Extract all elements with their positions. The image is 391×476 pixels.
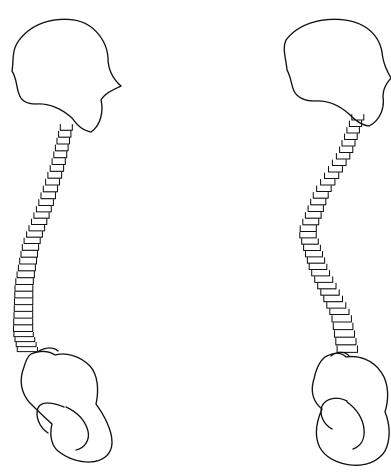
right-vertebra-29 bbox=[324, 296, 343, 302]
left-vertebra-28 bbox=[14, 306, 32, 312]
left-pelvis-lower-hook bbox=[66, 407, 88, 450]
right-pelvis-inner-curve bbox=[321, 398, 347, 429]
left-vertebra-18 bbox=[24, 238, 40, 243]
right-vertebra-33 bbox=[333, 323, 353, 329]
left-vertebra-14 bbox=[34, 213, 49, 218]
left-vertebra-20 bbox=[21, 251, 38, 257]
left-vertebra-9 bbox=[46, 179, 60, 185]
left-vertebra-3 bbox=[57, 138, 70, 144]
right-vertebra-19 bbox=[300, 233, 316, 238]
right-vertebra-1 bbox=[352, 115, 364, 121]
right-vertebra-3 bbox=[347, 128, 360, 134]
right-vertebra-27 bbox=[318, 283, 336, 289]
left-vertebra-16 bbox=[29, 226, 45, 231]
right-vertebra-35 bbox=[336, 338, 356, 344]
right-pelvis-outline bbox=[312, 353, 389, 465]
left-skull-outline bbox=[12, 19, 121, 132]
left-vertebra-30 bbox=[14, 319, 33, 325]
right-vertebra-10 bbox=[325, 173, 339, 179]
right-vertebra-17 bbox=[303, 219, 319, 225]
right-vertebra-20 bbox=[302, 239, 319, 244]
right-skull-outline bbox=[284, 19, 391, 126]
left-sacrum-curve bbox=[39, 348, 58, 351]
right-vertebra-8 bbox=[332, 160, 346, 166]
left-vertebra-6 bbox=[52, 159, 65, 165]
right-vertebra-15 bbox=[308, 206, 323, 212]
right-vertebra-21 bbox=[304, 245, 321, 250]
left-vertebra-29 bbox=[14, 312, 33, 318]
left-vertebra-7 bbox=[50, 166, 63, 172]
right-vertebra-7 bbox=[336, 154, 349, 160]
left-vertebra-32 bbox=[14, 332, 33, 336]
left-vertebra-33 bbox=[15, 337, 35, 341]
right-vertebra-11 bbox=[321, 180, 335, 186]
left-vertebra-24 bbox=[16, 279, 34, 285]
left-vertebrae-group bbox=[14, 125, 73, 352]
left-vertebra-2 bbox=[59, 131, 71, 137]
left-vertebra-31 bbox=[14, 326, 33, 332]
left-vertebra-34 bbox=[16, 342, 36, 346]
right-vertebra-16 bbox=[305, 213, 321, 219]
left-vertebra-26 bbox=[15, 292, 33, 298]
left-vertebra-19 bbox=[22, 245, 38, 251]
right-vertebra-25 bbox=[312, 271, 330, 276]
right-vertebrae-group bbox=[300, 115, 364, 353]
right-vertebra-26 bbox=[315, 277, 333, 283]
left-vertebra-22 bbox=[18, 265, 35, 271]
left-vertebra-11 bbox=[41, 193, 56, 199]
left-vertebra-10 bbox=[43, 186, 57, 192]
left-spine-figure bbox=[12, 19, 121, 462]
left-vertebra-13 bbox=[36, 207, 51, 212]
left-vertebra-21 bbox=[20, 258, 37, 264]
right-vertebra-36 bbox=[337, 346, 357, 352]
right-vertebra-13 bbox=[313, 193, 328, 199]
right-vertebra-5 bbox=[342, 141, 355, 147]
left-vertebra-4 bbox=[55, 145, 68, 151]
left-vertebra-17 bbox=[27, 232, 43, 237]
right-vertebra-32 bbox=[332, 316, 351, 322]
right-vertebra-9 bbox=[329, 167, 343, 173]
left-vertebra-12 bbox=[39, 200, 54, 206]
left-vertebra-23 bbox=[17, 272, 34, 278]
right-vertebra-6 bbox=[340, 147, 353, 153]
right-vertebra-4 bbox=[345, 134, 358, 140]
right-vertebra-22 bbox=[306, 252, 323, 257]
left-vertebra-15 bbox=[32, 219, 47, 224]
right-vertebra-34 bbox=[335, 331, 355, 337]
left-vertebra-1 bbox=[60, 125, 72, 131]
left-vertebra-8 bbox=[48, 172, 62, 178]
right-vertebra-2 bbox=[349, 121, 361, 127]
left-vertebra-27 bbox=[15, 299, 33, 305]
left-vertebra-5 bbox=[54, 152, 67, 158]
right-vertebra-28 bbox=[321, 290, 339, 295]
right-pelvis-lower-hook bbox=[347, 402, 364, 449]
right-spine-figure bbox=[284, 19, 391, 465]
left-vertebra-25 bbox=[15, 286, 33, 292]
left-vertebra-35 bbox=[17, 347, 37, 351]
right-vertebra-12 bbox=[317, 186, 332, 192]
right-vertebra-31 bbox=[330, 309, 349, 314]
right-vertebra-30 bbox=[327, 303, 346, 309]
right-vertebra-18 bbox=[300, 226, 316, 232]
right-vertebra-24 bbox=[309, 264, 327, 269]
right-vertebra-23 bbox=[307, 258, 324, 263]
right-vertebra-14 bbox=[311, 199, 326, 205]
